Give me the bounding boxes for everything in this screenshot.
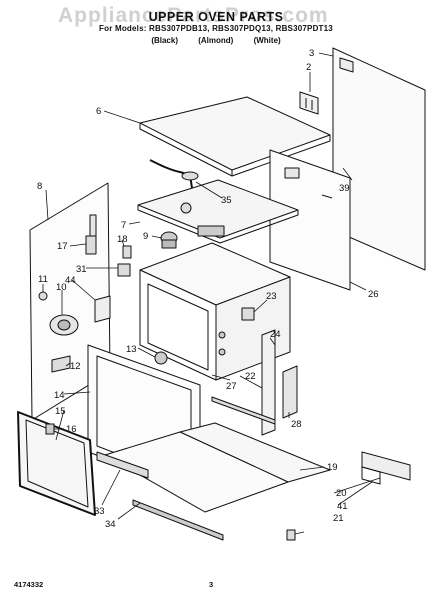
part-element-cable <box>149 159 199 189</box>
callout-12: 12 <box>70 361 81 372</box>
part-bracket-2 <box>299 91 319 115</box>
callout-28: 28 <box>291 419 302 430</box>
part-latch-28 <box>282 365 298 419</box>
part-clip-16 <box>45 423 55 435</box>
callout-2: 2 <box>306 62 311 73</box>
callout-22: 22 <box>245 371 256 382</box>
callout-44: 44 <box>65 275 76 286</box>
color-label-almond: (Almond) <box>198 36 234 45</box>
part-oven-cavity <box>139 242 291 381</box>
callout-19: 19 <box>327 462 338 473</box>
callout-21: 21 <box>333 513 344 524</box>
leader-lines <box>42 52 381 535</box>
callout-33: 33 <box>94 506 105 517</box>
part-light-socket <box>49 314 79 373</box>
part-fastener-11 <box>38 291 48 301</box>
footer-part-code: 4174332 <box>14 580 44 589</box>
callout-41: 41 <box>337 501 348 512</box>
part-base-plate <box>137 179 299 244</box>
callout-24: 24 <box>270 329 281 340</box>
callout-16: 16 <box>66 424 77 435</box>
part-switch-18 <box>117 245 132 277</box>
callout-18: 18 <box>117 234 128 245</box>
part-vent-33 <box>96 451 149 479</box>
part-latch-17 <box>85 235 97 255</box>
model-numbers: For Models: RBS307PDB13, RBS307PDQ13, RB… <box>99 24 333 33</box>
part-bottom-trim <box>132 499 224 541</box>
part-door-gasket <box>17 411 96 516</box>
part-knob-13 <box>154 351 168 365</box>
callout-39: 39 <box>339 183 350 194</box>
callout-35: 35 <box>221 195 232 206</box>
part-right-side-panel <box>332 47 426 271</box>
part-bottom-panel <box>104 422 331 513</box>
diagram-title: UPPER OVEN PARTS <box>148 10 284 24</box>
callout-3: 3 <box>309 48 314 59</box>
part-sensor-23 <box>241 307 255 321</box>
callout-34: 34 <box>105 519 116 530</box>
callout-6: 6 <box>96 106 101 117</box>
part-screw-21 <box>286 529 296 541</box>
callout-8: 8 <box>37 181 42 192</box>
color-label-black: (Black) <box>151 36 178 45</box>
callout-labels: 3 2 6 39 35 8 7 9 18 17 31 11 44 10 23 2… <box>37 48 379 530</box>
callout-23: 23 <box>266 291 277 302</box>
part-bracket-44 <box>94 295 111 323</box>
part-bracket-20 <box>361 451 411 485</box>
part-top-panel <box>139 96 331 177</box>
callout-20: 20 <box>336 488 347 499</box>
callout-9: 9 <box>143 231 148 242</box>
callout-17: 17 <box>57 241 68 252</box>
callout-14: 14 <box>54 390 65 401</box>
footer-page-number: 3 <box>209 580 214 589</box>
callout-31: 31 <box>76 264 87 275</box>
color-label-white: (White) <box>253 36 281 45</box>
part-thermostat <box>160 231 178 249</box>
callout-27: 27 <box>226 381 237 392</box>
watermark: AppliancePartsPros.com <box>58 4 329 27</box>
callout-15: 15 <box>55 406 66 417</box>
callout-7: 7 <box>121 220 126 231</box>
callout-26: 26 <box>368 289 379 300</box>
part-hinge-bracket-24 <box>261 329 276 436</box>
part-rail-22 <box>211 396 276 425</box>
callout-11: 11 <box>38 274 48 285</box>
color-labels: (Black) (Almond) (White) <box>0 36 432 45</box>
callout-10: 10 <box>56 282 67 293</box>
callout-13: 13 <box>126 344 137 355</box>
